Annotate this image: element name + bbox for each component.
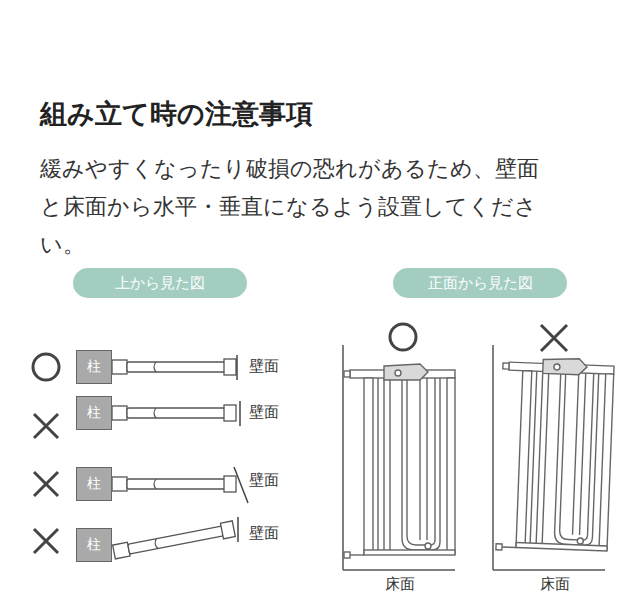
post-box: 柱	[76, 396, 112, 430]
post-box: 柱	[76, 350, 112, 384]
note-text: 緩みやすくなったり破損の恐れがあるため、壁面と床面から水平・垂直になるよう設置し…	[40, 150, 552, 264]
floor-label: 床面	[384, 575, 416, 593]
floor-label: 床面	[539, 575, 571, 593]
view-title: 正面から見た図	[428, 274, 533, 293]
post-box: 柱	[76, 467, 112, 501]
view-label-pill: 正面から見た図	[393, 268, 567, 298]
post-label: 柱	[87, 358, 101, 376]
heading: 組み立て時の注意事項	[40, 96, 313, 132]
wall-label: 壁面	[248, 524, 280, 542]
view-label-pill: 上から見た図	[73, 268, 247, 298]
post-label: 柱	[87, 404, 101, 422]
view-title: 上から見た図	[115, 274, 205, 293]
post-box: 柱	[76, 528, 112, 562]
wall-label: 壁面	[248, 357, 280, 375]
wall-label: 壁面	[248, 403, 280, 421]
post-label: 柱	[87, 536, 101, 554]
wall-label: 壁面	[248, 471, 280, 489]
post-label: 柱	[87, 475, 101, 493]
